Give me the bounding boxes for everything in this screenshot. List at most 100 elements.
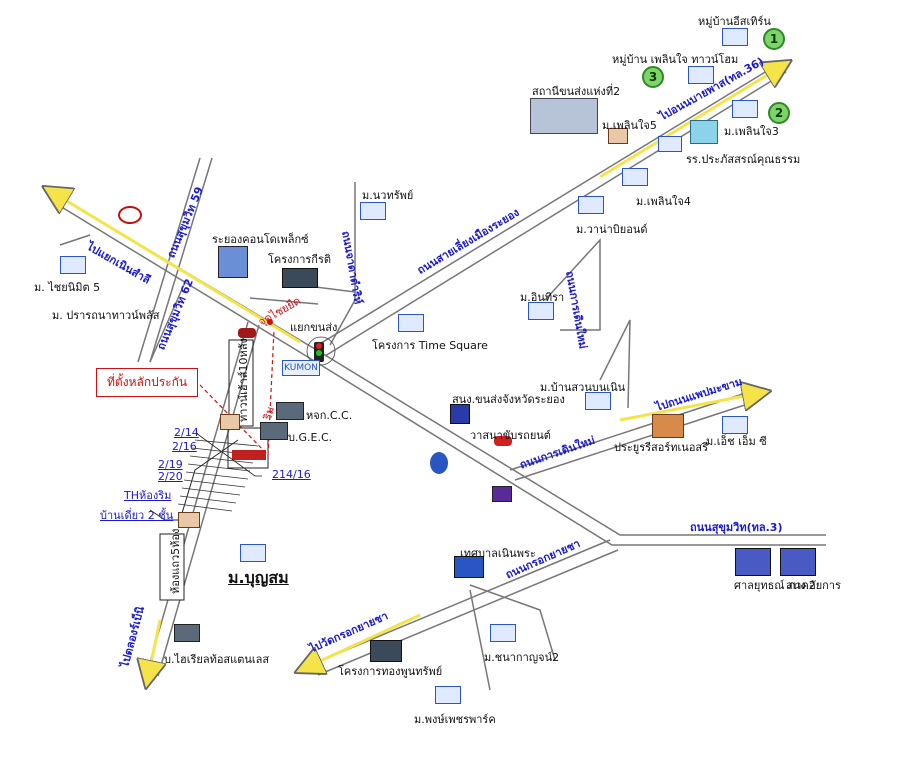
label-nawasap: ม.นวทรัพย์ (362, 189, 414, 202)
label-es-em-c: ม.เอ็ช เอ็ม ซี (706, 435, 767, 448)
road-left-small (59, 234, 91, 246)
room-row (159, 533, 185, 601)
building-icon (218, 246, 248, 278)
school-sign-icon (658, 136, 682, 152)
arrow-to-pramoon (619, 393, 760, 422)
plot-block (227, 427, 269, 469)
traffic-light-icon (314, 342, 324, 362)
building-icon (370, 640, 402, 662)
road-south (145, 321, 249, 677)
ptt-logo-icon (430, 452, 448, 474)
house-brown-icon (220, 414, 240, 430)
label-eastern: หมู่บ้านอีสเทิร์น (698, 15, 771, 28)
court-icon (780, 548, 816, 576)
house-icon (360, 202, 386, 220)
arrow-to-wat-kraok (305, 613, 421, 668)
stake-location-callout: ที่ตั้งหลักประกัน (96, 368, 199, 397)
label-thongphoon: โครงการทองพูนทรัพย์ (338, 665, 443, 678)
label-chanakarn: ม.ชนากาญจน์2 (484, 651, 560, 664)
office-icon (450, 404, 470, 424)
stake-plot (232, 450, 266, 460)
label-house-214-16: 214/16 (272, 468, 311, 481)
label-ugec: บ.G.E.C. (288, 431, 333, 444)
warehouse-icon (174, 624, 200, 642)
school-icon (690, 120, 718, 144)
house-icon (688, 66, 714, 84)
road-south-b (157, 324, 260, 677)
label-phloen-jai5: ม.เพลินใจ5 (602, 119, 657, 132)
label-house-2-14: 2/14 (174, 426, 199, 439)
arrow-south (148, 619, 160, 678)
label-bus-station: สถานีขนส่งแห่งที่2 (532, 85, 621, 98)
label-court: ศาลยุทธณ์ ภาค2 (734, 579, 816, 592)
label-intira: ม.อินทิรา (520, 291, 565, 304)
house-icon (722, 28, 748, 46)
label-time-square: โครงการ Time Square (372, 339, 488, 352)
callout-pointer (199, 384, 269, 456)
label-wana: ม.วาน่าบิยอนด์ (576, 223, 648, 236)
road-bypass-lower (324, 71, 787, 357)
label-cc: หจก.C.C. (306, 409, 353, 422)
label-attorney: สนง.อัยการ (786, 579, 841, 592)
mazda-icon (492, 486, 512, 502)
house-icon (732, 100, 758, 118)
label-town-hall: เทศบาลเนินพระ (460, 547, 536, 560)
label-prannana: ม. ปรารถนาทาวน์พลัส (52, 309, 160, 322)
warehouse-icon (260, 422, 288, 440)
label-junction: แยกขนส่ง (290, 321, 338, 334)
house-icon (490, 624, 516, 642)
townhall-icon (454, 556, 484, 578)
kumon-logo: KUMON (282, 360, 320, 376)
house-icon (398, 314, 424, 332)
road-soi-59 (149, 157, 213, 363)
label-house-2-16: 2/16 (172, 440, 197, 453)
label-house-2-19: 2/19 (158, 458, 183, 471)
warehouse-icon (276, 402, 304, 420)
townhouse-block (228, 339, 254, 427)
arrow-to-noen-sam (52, 192, 301, 344)
road-kraok-b (317, 549, 619, 676)
resort-icon (652, 414, 684, 438)
label-house-2-20: 2/20 (158, 470, 183, 483)
road-branch-2 (469, 589, 491, 691)
label-townhouse: ทาวน์เฮ้าส์10หลัง (237, 338, 250, 422)
house-brown-icon (178, 512, 200, 528)
marker-3: 3 (642, 66, 664, 88)
label-car-ride: วาสนาขับรถยนต์ (470, 429, 551, 442)
toyota-logo-icon (118, 206, 142, 224)
label-school: รร.ประภัสสรณ์คุณธรรม (686, 153, 801, 166)
label-sealed: บ.ไฮเรียลท้อสแตนเลส (164, 653, 270, 666)
label-suan-bon-noen: ม.บ้านสวนบนเนิน (540, 381, 626, 394)
marker-1: 1 (763, 28, 785, 50)
label-transport-office: สนง.ขนส่งจังหวัดระยอง (452, 393, 565, 406)
house-icon (585, 392, 611, 410)
label-room-row: ห้องแถว5ห้อง (169, 528, 182, 594)
label-kiti: โครงการกีรติ (268, 253, 332, 266)
road-soi-62 (149, 279, 187, 363)
road-soi-59b (137, 157, 201, 363)
label-boonsom: ม.บุญสม (228, 568, 289, 587)
road-intira (544, 238, 601, 331)
road-suan (599, 319, 631, 409)
house-icon (240, 544, 266, 562)
label-phloen-jai-town: หมู่บ้าน เพลินใจ ทาวน์โฮม (612, 53, 739, 66)
house-icon (528, 302, 554, 320)
house-icon (60, 256, 86, 274)
house-brown-icon (608, 128, 628, 144)
court-icon (735, 548, 771, 576)
road-pramoon-b (514, 399, 761, 481)
house-icon (435, 686, 461, 704)
label-phong-phet: ม.พงษ์เพชรพาร์ค (414, 713, 496, 726)
label-th-room: THห้องริม (124, 489, 172, 502)
marker-2: 2 (768, 102, 790, 124)
junction-circle (306, 336, 336, 366)
label-rayong-complex: ระยองคอนโดเพล็กซ์ (212, 233, 309, 246)
house-icon (622, 168, 648, 186)
road-sukhumvit-main (47, 189, 826, 536)
house-icon (722, 416, 748, 434)
road-ratchadamri (329, 182, 356, 346)
label-two-storey: บ้านเดี่ยว 2 ชั้น (100, 509, 174, 522)
bus-icon (530, 98, 598, 134)
